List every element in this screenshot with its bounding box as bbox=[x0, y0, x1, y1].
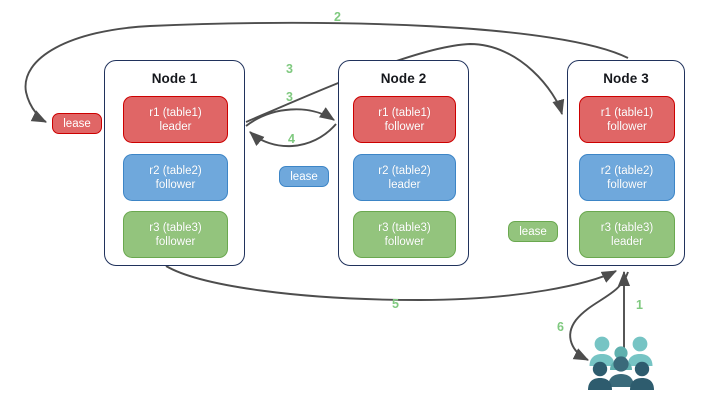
edge-step-3-to-node2 bbox=[245, 107, 335, 127]
replica-role: leader bbox=[388, 178, 421, 191]
replica-role: follower bbox=[384, 120, 425, 133]
step-label-1: 1 bbox=[636, 298, 643, 312]
replica-role: follower bbox=[607, 120, 647, 133]
replica-r1-node-2[interactable]: r1 (table1) follower bbox=[353, 96, 456, 143]
node-box-node-1[interactable]: Node 1 r1 (table1) leader r2 (table2) fo… bbox=[104, 60, 245, 266]
replica-r3-node-2[interactable]: r3 (table3) follower bbox=[353, 211, 456, 258]
lease-badge-red[interactable]: lease bbox=[52, 113, 102, 134]
replica-role: follower bbox=[607, 178, 647, 191]
replica-name: r2 (table2) bbox=[149, 164, 202, 177]
replica-name: r3 (table3) bbox=[149, 221, 202, 234]
replica-role: follower bbox=[155, 235, 196, 248]
lease-badge-blue[interactable]: lease bbox=[279, 166, 329, 187]
node-box-node-2[interactable]: Node 2 r1 (table1) follower r2 (table2) … bbox=[338, 60, 469, 266]
step-label-3b: 3 bbox=[286, 90, 293, 104]
replica-name: r1 (table1) bbox=[149, 106, 202, 119]
users-group-icon bbox=[588, 336, 654, 390]
replica-name: r3 (table3) bbox=[378, 221, 431, 234]
node-title: Node 3 bbox=[603, 71, 649, 86]
step-label-5: 5 bbox=[392, 297, 399, 311]
node-title: Node 1 bbox=[151, 71, 198, 86]
replica-r3-node-3[interactable]: r3 (table3) leader bbox=[579, 211, 675, 258]
replica-name: r2 (table2) bbox=[600, 164, 654, 177]
replica-r2-node-3[interactable]: r2 (table2) follower bbox=[579, 154, 675, 201]
replica-role: leader bbox=[611, 235, 643, 248]
replica-role: follower bbox=[384, 235, 425, 248]
step-label-2: 2 bbox=[334, 10, 341, 24]
step-label-3a: 3 bbox=[286, 62, 293, 76]
lease-badge-green[interactable]: lease bbox=[508, 221, 558, 242]
replica-name: r2 (table2) bbox=[378, 164, 431, 177]
step-label-4: 4 bbox=[288, 132, 295, 146]
step-label-6: 6 bbox=[557, 320, 564, 334]
replica-r2-node-1[interactable]: r2 (table2) follower bbox=[123, 154, 228, 201]
replica-name: r1 (table1) bbox=[600, 106, 654, 119]
replica-r1-node-1[interactable]: r1 (table1) leader bbox=[123, 96, 228, 143]
replica-name: r3 (table3) bbox=[600, 221, 654, 234]
node-box-node-3[interactable]: Node 3 r1 (table1) follower r2 (table2) … bbox=[567, 60, 685, 266]
replica-r1-node-3[interactable]: r1 (table1) follower bbox=[579, 96, 675, 143]
edge-step-5 bbox=[165, 265, 618, 301]
node-title: Node 2 bbox=[380, 71, 427, 86]
replica-name: r1 (table1) bbox=[378, 106, 431, 119]
lease-label: lease bbox=[63, 117, 91, 130]
lease-label: lease bbox=[290, 170, 318, 183]
replica-role: leader bbox=[159, 120, 192, 133]
lease-label: lease bbox=[519, 225, 547, 238]
replica-r3-node-1[interactable]: r3 (table3) follower bbox=[123, 211, 228, 258]
replica-r2-node-2[interactable]: r2 (table2) leader bbox=[353, 154, 456, 201]
replica-role: follower bbox=[155, 178, 196, 191]
